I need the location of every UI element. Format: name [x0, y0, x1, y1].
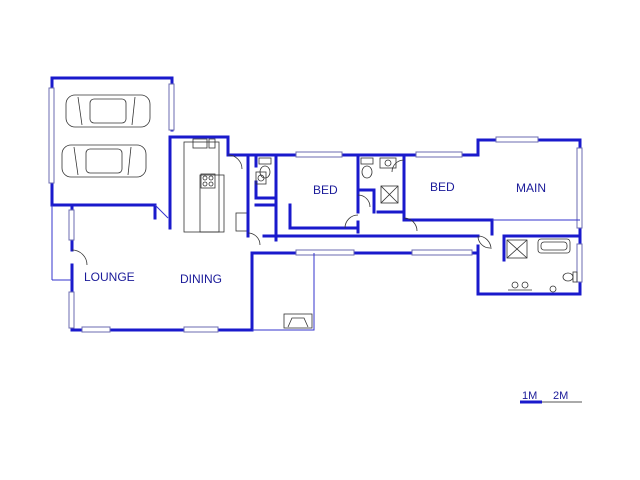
room-label-lounge: LOUNGE [84, 270, 135, 284]
en-suite-window [576, 243, 583, 283]
main-bedroom-window-top [495, 136, 539, 143]
scale-label-1m: 1M [522, 390, 537, 402]
passage-window [295, 249, 355, 256]
room-label-dining: DINING [180, 272, 222, 286]
garage [48, 76, 175, 220]
dining-window-bottom [183, 326, 219, 333]
bedroom-1-door-icon [344, 214, 359, 229]
patio [252, 253, 315, 331]
kitchen-walls [168, 135, 250, 230]
bedroom-2: BED [402, 151, 494, 232]
bedroom-1-window [295, 151, 343, 158]
en-suite-walls [476, 234, 582, 296]
lounge-window-left [68, 209, 75, 241]
main-bedroom-window-right [576, 147, 583, 229]
scale-bar: 1M 2M [520, 390, 582, 404]
fireplace-icon [283, 313, 313, 329]
lounge-dining-walls [70, 203, 254, 332]
garage-door-line [154, 204, 169, 219]
passage-door-icon [247, 232, 261, 246]
lounge-window-left [68, 291, 75, 329]
bathroom-door-icon [391, 159, 405, 173]
bedroom-2-door-icon [403, 217, 418, 232]
car-icon [65, 94, 151, 128]
bathroom-door-icon [357, 194, 371, 208]
room-label-bed-2: BED [430, 180, 455, 194]
basin-icon [255, 171, 267, 185]
en-suite [476, 234, 583, 296]
passage [250, 234, 491, 256]
basin-icon [508, 281, 532, 291]
basin-icon [549, 285, 557, 293]
bathroom-1-walls [356, 153, 406, 214]
main-bedroom: MAIN [476, 136, 583, 236]
kitchen-door-icon [227, 154, 243, 170]
garage-window-left [48, 87, 55, 184]
bedroom-1: BED [274, 151, 360, 234]
kitchen-counter-left [183, 141, 220, 233]
lounge-door-icon [71, 249, 88, 266]
scale-label-2m: 2M [553, 390, 568, 402]
passage-window [411, 249, 473, 256]
shower-icon [506, 239, 528, 259]
kitchen-island [199, 174, 225, 233]
lounge-window-bottom [81, 326, 111, 333]
shower-icon [380, 185, 399, 204]
room-label-bed-1: BED [313, 183, 338, 197]
stove-icon [200, 173, 216, 189]
garage-window-right [168, 83, 175, 131]
bath-icon [537, 238, 571, 254]
car-icon [61, 144, 147, 178]
toilet-1-walls [246, 153, 278, 242]
sink-icon [192, 138, 216, 149]
lounge-dining: LOUNGE DINING [51, 203, 254, 333]
toilet-icon [360, 157, 374, 179]
bathroom-1 [356, 153, 406, 214]
bedroom-2-window [415, 151, 463, 158]
kitchen [168, 135, 250, 233]
passage-door-icon [477, 235, 491, 249]
patio-outline [252, 253, 315, 331]
room-label-main: MAIN [516, 181, 546, 195]
toilet-1 [246, 153, 278, 246]
fridge [235, 212, 249, 232]
toilet-icon [562, 271, 578, 283]
